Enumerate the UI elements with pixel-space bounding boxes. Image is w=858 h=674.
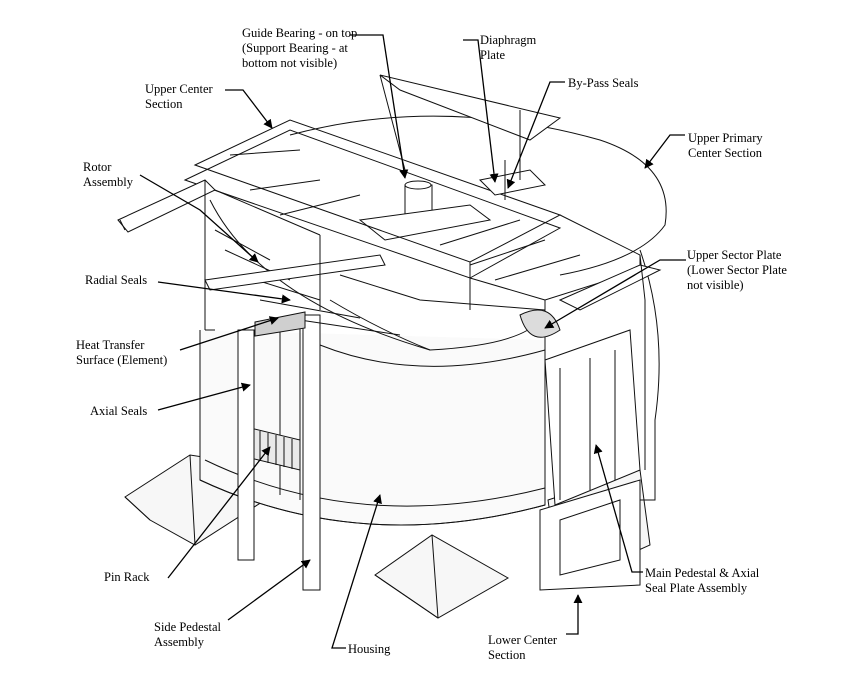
housing-label: Housing [348,642,391,656]
equipment-illustration [117,74,667,619]
bypass-seals-label: By-Pass Seals [568,76,639,90]
radial-seals-label: Radial Seals [85,273,148,287]
guide-bearing-label: Guide Bearing - on top(Support Bearing -… [242,26,358,70]
pin-rack-label: Pin Rack [104,570,150,584]
axial-seals-label: Axial Seals [90,404,148,418]
leader-lines [139,34,686,649]
